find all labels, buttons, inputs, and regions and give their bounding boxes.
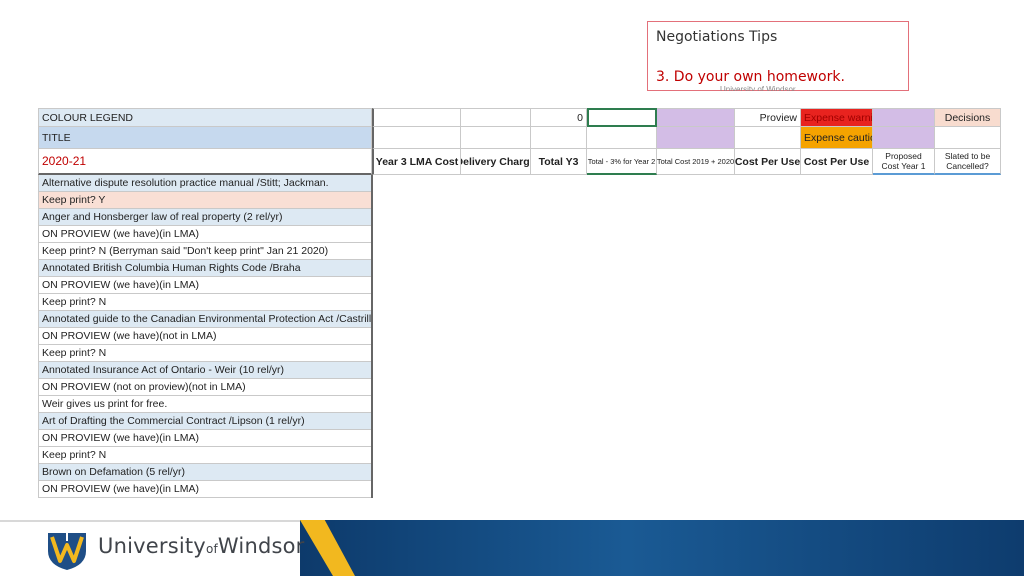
col-total-minus-3pct[interactable]: Total - 3% for Year 2 bbox=[587, 149, 657, 175]
col-year3-lma-cost[interactable]: Year 3 LMA Cost bbox=[372, 149, 461, 175]
list-item[interactable]: Alternative dispute resolution practice … bbox=[39, 175, 371, 192]
year-label[interactable]: 2020-21 bbox=[38, 149, 372, 175]
callout-tip: 3. Do your own homework. bbox=[656, 69, 845, 85]
cell-r1-c1[interactable] bbox=[372, 108, 461, 127]
footer-blue-band bbox=[300, 520, 1024, 576]
list-item[interactable]: ON PROVIEW (we have)(in LMA) bbox=[39, 277, 371, 294]
list-item[interactable]: Annotated British Columbia Human Rights … bbox=[39, 260, 371, 277]
list-item[interactable]: Keep print? N bbox=[39, 345, 371, 362]
cell-r2-c8[interactable] bbox=[873, 127, 935, 149]
col-slated-cancelled[interactable]: Slated to be Cancelled? bbox=[935, 149, 1001, 175]
list-item[interactable]: Annotated guide to the Canadian Environm… bbox=[39, 311, 371, 328]
footer-divider bbox=[0, 520, 330, 522]
university-crest-icon bbox=[48, 533, 86, 570]
list-item[interactable]: ON PROVIEW (we have)(in LMA) bbox=[39, 226, 371, 243]
expense-warning-cell[interactable]: Expense warning bbox=[801, 108, 873, 127]
logo-word-university: University bbox=[98, 534, 206, 558]
list-item[interactable]: ON PROVIEW (we have)(in LMA) bbox=[39, 430, 371, 447]
list-item[interactable]: Keep print? N bbox=[39, 294, 371, 311]
decisions-label[interactable]: Decisions bbox=[935, 108, 1001, 127]
callout-title: Negotiations Tips bbox=[656, 29, 778, 45]
col-cost-per-use-1[interactable]: Cost Per Use bbox=[735, 149, 801, 175]
list-item[interactable]: Brown on Defamation (5 rel/yr) bbox=[39, 464, 371, 481]
list-item[interactable]: Keep print? Y bbox=[39, 192, 371, 209]
list-item[interactable]: ON PROVIEW (not on proview)(not in LMA) bbox=[39, 379, 371, 396]
col-delivery-charge[interactable]: Delivery Charge bbox=[461, 149, 531, 175]
col-proposed-cost-year1[interactable]: Proposed Cost Year 1 bbox=[873, 149, 935, 175]
cell-r1-c8[interactable] bbox=[873, 108, 935, 127]
cell-r2-c5[interactable] bbox=[657, 127, 735, 149]
cell-r2-c1[interactable] bbox=[372, 127, 461, 149]
col-total-cost-2019-2020[interactable]: Total Cost 2019 + 2020 bbox=[657, 149, 735, 175]
list-item[interactable]: Art of Drafting the Commercial Contract … bbox=[39, 413, 371, 430]
cell-r2-c4[interactable] bbox=[587, 127, 657, 149]
footer-banner: UniversityofWindsor bbox=[0, 520, 1024, 576]
legend-label[interactable]: COLOUR LEGEND bbox=[38, 108, 372, 127]
expense-caution-cell[interactable]: Expense caution bbox=[801, 127, 873, 149]
logo-word-windsor: Windsor bbox=[217, 534, 305, 558]
cell-r2-c3[interactable] bbox=[531, 127, 587, 149]
cell-r2-c2[interactable] bbox=[461, 127, 531, 149]
list-item[interactable]: Weir gives us print for free. bbox=[39, 396, 371, 413]
logo-word-of: of bbox=[205, 542, 218, 556]
list-item[interactable]: Annotated Insurance Act of Ontario - Wei… bbox=[39, 362, 371, 379]
cell-r2-c9[interactable] bbox=[935, 127, 1001, 149]
partial-overlapped-text: University of Windsor bbox=[720, 85, 796, 91]
list-item[interactable]: Keep print? N bbox=[39, 447, 371, 464]
list-item[interactable]: Keep print? N (Berryman said "Don't keep… bbox=[39, 243, 371, 260]
list-item[interactable]: ON PROVIEW (we have)(in LMA) bbox=[39, 481, 371, 498]
list-item[interactable]: Anger and Honsberger law of real propert… bbox=[39, 209, 371, 226]
title-label[interactable]: TITLE bbox=[38, 127, 372, 149]
cell-r1-c4[interactable] bbox=[587, 108, 657, 127]
col-cost-per-use-2[interactable]: Cost Per Use bbox=[801, 149, 873, 175]
cell-r1-c2[interactable] bbox=[461, 108, 531, 127]
cell-r1-c3[interactable]: 0 bbox=[531, 108, 587, 127]
negotiation-tips-callout: Negotiations Tips 3. Do your own homewor… bbox=[647, 21, 909, 91]
list-item[interactable]: ON PROVIEW (we have)(not in LMA) bbox=[39, 328, 371, 345]
proview-label[interactable]: Proview bbox=[735, 108, 801, 127]
cell-r1-c5[interactable] bbox=[657, 108, 735, 127]
cell-r2-c6[interactable] bbox=[735, 127, 801, 149]
title-list: Alternative dispute resolution practice … bbox=[38, 175, 373, 498]
university-logo-text: UniversityofWindsor bbox=[98, 534, 305, 558]
col-total-y3[interactable]: Total Y3 bbox=[531, 149, 587, 175]
